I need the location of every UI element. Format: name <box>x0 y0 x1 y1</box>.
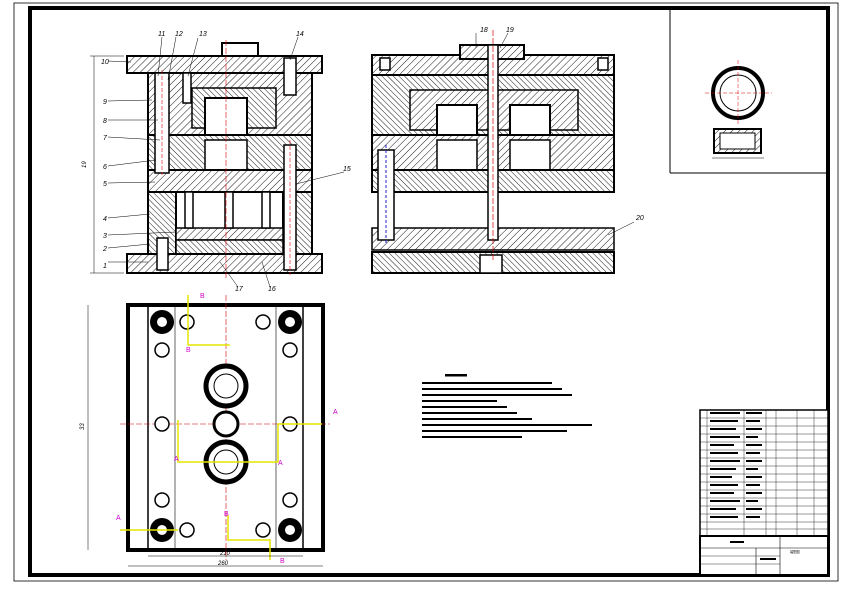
technical-notes <box>422 374 592 438</box>
part-label-12: 12 <box>175 31 183 38</box>
part-label-10: 10 <box>101 59 109 66</box>
dim-width-outer: 260 <box>217 561 229 567</box>
dim-width-inner: 210 <box>219 551 231 557</box>
sprue-center <box>212 410 240 438</box>
part-label-5: 5 <box>103 181 107 188</box>
dim-height-front: 19 <box>82 161 88 168</box>
part-label-3: 3 <box>103 233 107 240</box>
title-block: 装配图 <box>699 535 829 576</box>
part-label-14: 14 <box>296 31 304 38</box>
section-mark-a3: A <box>174 456 179 463</box>
part-label-15: 15 <box>343 166 351 173</box>
part-label-2: 2 <box>102 246 107 253</box>
part-label-20: 20 <box>635 215 644 222</box>
part-label-13: 13 <box>199 31 207 38</box>
section-mark-b2: B <box>186 347 191 354</box>
part-label-8: 8 <box>103 118 107 125</box>
part-view-panel <box>669 8 828 174</box>
section-mark-b1: B <box>200 293 205 300</box>
bottom-clamp-plate <box>126 253 323 274</box>
bill-of-materials <box>699 409 829 537</box>
part-label-group: 1 2 3 4 5 6 7 8 9 10 11 12 13 14 15 16 1… <box>101 27 644 293</box>
part-label-16: 16 <box>268 286 276 293</box>
drawing-title: 装配图 <box>790 549 800 554</box>
ejector-plate <box>175 239 284 255</box>
section-mark-a1: A <box>333 409 338 416</box>
section-mark-a4: A <box>116 515 121 522</box>
sheet-border-inner <box>28 6 830 577</box>
part-label-11: 11 <box>158 31 165 38</box>
section-mark-a2: A <box>278 460 283 467</box>
front-section-view: 19 <box>82 36 345 288</box>
part-label-7: 7 <box>103 135 108 142</box>
sheet-border-outer <box>13 2 839 582</box>
side-section-view <box>371 30 635 274</box>
part-label-4: 4 <box>103 216 107 223</box>
part-label-17: 17 <box>235 286 244 293</box>
plan-view: A A A A B B B B 33 210 260 <box>80 293 338 567</box>
dim-plate-height: 33 <box>80 423 86 430</box>
part-label-6: 6 <box>103 164 107 171</box>
section-mark-b4: B <box>280 558 285 565</box>
ejector-retainer-plate <box>175 227 284 241</box>
part-label-9: 9 <box>103 99 107 106</box>
section-mark-b3: B <box>224 511 229 518</box>
part-label-19: 19 <box>506 27 514 34</box>
part-label-1: 1 <box>103 263 107 270</box>
part-label-18: 18 <box>480 27 488 34</box>
